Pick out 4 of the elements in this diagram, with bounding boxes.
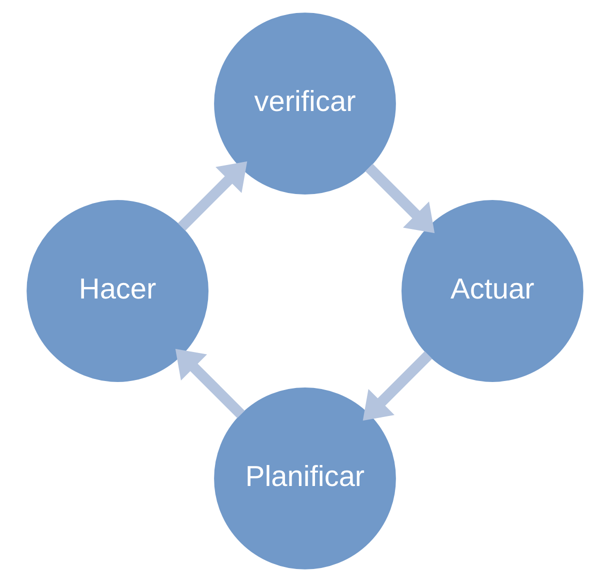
arrow bbox=[365, 164, 435, 234]
arrow bbox=[175, 348, 245, 418]
arrow bbox=[362, 351, 432, 421]
arrow bbox=[178, 161, 248, 231]
